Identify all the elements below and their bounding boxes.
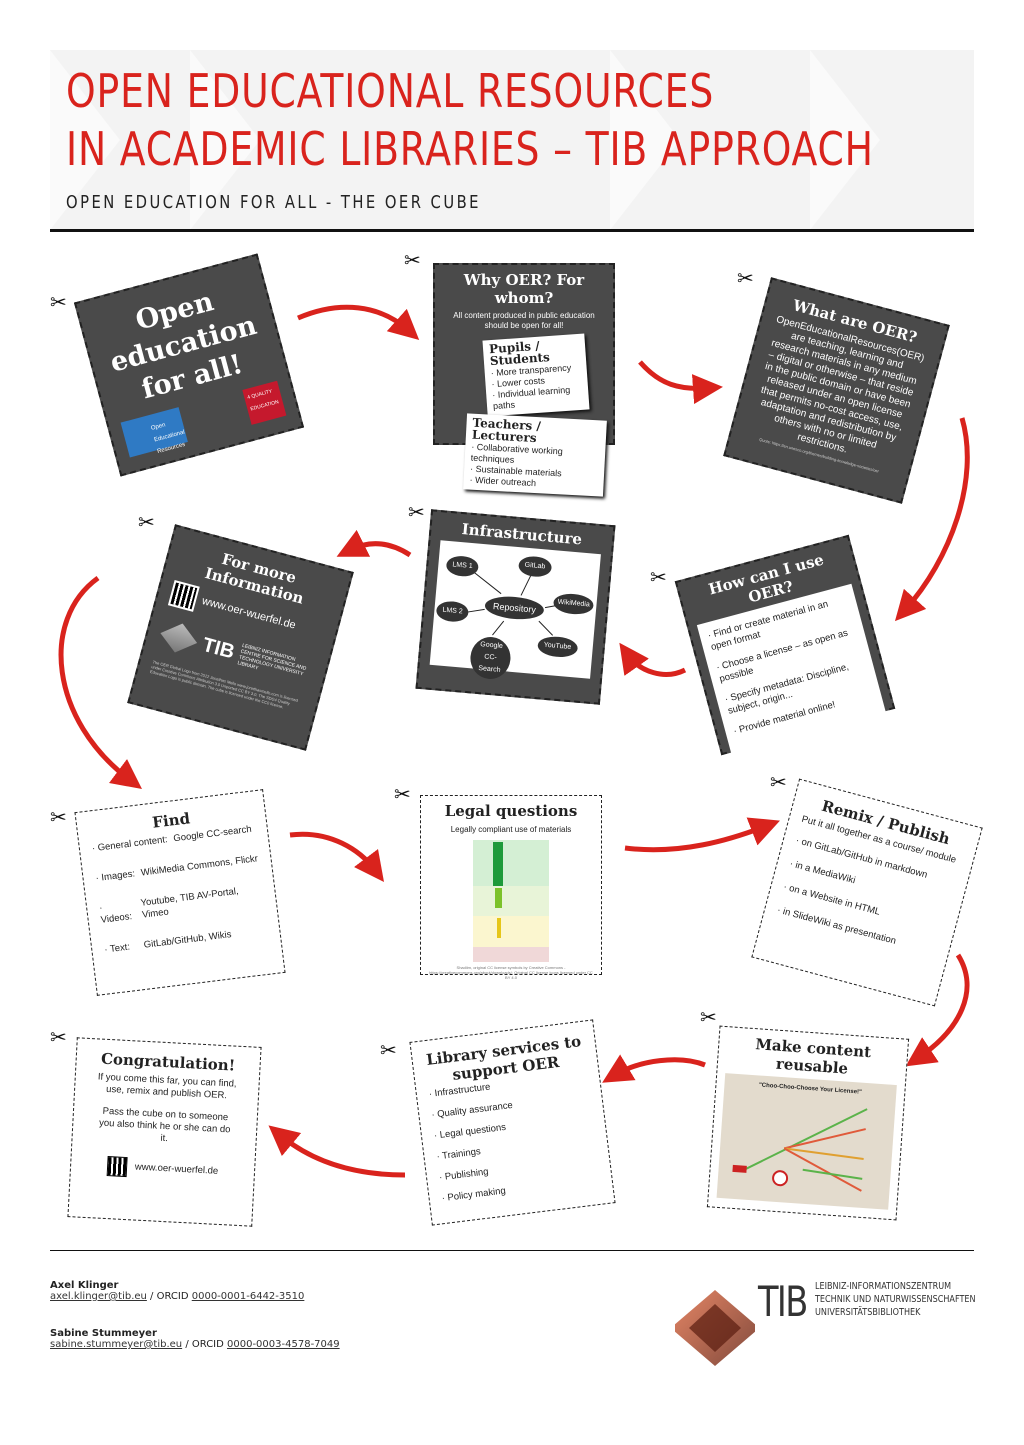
scissors-icon: ✂ [700,1007,717,1029]
author-1: Axel Klinger axel.klinger@tib.eu / ORCID… [50,1280,305,1302]
card-infrastructure: Infrastructure Repository LMS 1 GitLab W… [415,509,616,705]
arrow [624,817,780,853]
qr-code [167,579,200,612]
arrow [336,529,412,558]
footer-divider [50,1250,974,1251]
chevron-decoration [810,50,880,230]
scissors-icon: ✂ [50,807,67,829]
scissors-icon: ✂ [650,567,667,589]
arrow [297,304,420,340]
scissors-icon: ✂ [770,772,787,794]
card-subtitle: Legally compliant use of materials [450,825,572,834]
scissors-icon: ✂ [394,784,411,806]
scissors-icon: ✂ [408,502,425,524]
intro-text: All content produced in public education… [453,311,595,330]
tib-cube-logo [157,619,201,658]
note-teachers: Teachers / Lecturers · Collaborative wor… [463,413,607,497]
poster-subtitle: OPEN EDUCATION FOR ALL - THE OER CUBE [66,192,481,213]
arrow [58,575,142,790]
website-link[interactable]: www.oer-wuerfel.de [134,1161,219,1177]
note-pupils: Pupils / Students · More transparency· L… [482,333,590,417]
find-row: · Videos:Youtube, TIB AV-Portal, Vimeo [98,885,240,926]
email-link[interactable]: axel.klinger@tib.eu [50,1291,147,1302]
arrow [894,417,970,622]
infrastructure-diagram: Repository LMS 1 GitLab WikiMedia LMS 2 … [429,540,601,681]
body-text: If you come this far, you can find, use,… [97,1071,237,1102]
arrow [268,1125,406,1178]
chevron-decoration [190,50,260,230]
author-2: Sabine Stummeyer sabine.stummeyer@tib.eu… [50,1328,340,1350]
body-text: Pass the cube on to someone you also thi… [98,1105,231,1145]
chevron-decoration [50,50,120,230]
license-chooser-graphic: "Choo-Choo-Choose Your License!" [716,1073,897,1210]
license-spectrum-graphic [473,840,549,962]
qr-code [106,1156,128,1178]
orcid-link[interactable]: 0000-0001-6442-3510 [191,1291,305,1302]
scissors-icon: ✂ [50,1027,67,1049]
credit-text: Shadiim, original CC license symbols by … [429,965,593,980]
arrow [905,953,970,1067]
author-name: Axel Klinger [50,1280,119,1291]
card-congratulation: Congratulation! If you come this far, yo… [67,1037,262,1227]
arrow [619,642,687,677]
card-title: Make content reusable [754,1035,872,1078]
arrow [602,1054,706,1083]
author-name: Sabine Stummeyer [50,1328,157,1339]
scissors-icon: ✂ [404,250,421,272]
email-link[interactable]: sabine.stummeyer@tib.eu [50,1339,183,1350]
scissors-icon: ✂ [138,512,155,534]
card-library-services: Library services to support OER · Infras… [409,1019,616,1226]
card-why-oer: Why OER? For whom? All content produced … [433,263,615,497]
orcid-link[interactable]: 0000-0003-4578-7049 [227,1339,340,1350]
chevron-decoration [610,50,680,230]
card-title: Why OER? For whom? [463,271,585,307]
arrow [638,360,723,405]
card-make-content-reusable: Make content reusable "Choo-Choo-Choose … [706,1025,910,1221]
sdg4-logo: 4 QUALITY EDUCATION [242,380,287,425]
oer-logo: Open Educational Resources [120,407,188,458]
card-find: Find · General content:Google CC-search … [74,789,286,996]
tib-logo-text: TIB [758,1277,808,1326]
find-row: · Text:GitLab/GitHub, Wikis [103,929,233,956]
find-row: · Images:WikiMedia Commons, Flickr [95,853,259,885]
header-divider [50,229,974,232]
tib-description: LEIBNIZ INFORMATION CENTRE FOR SCIENCE A… [236,642,307,678]
scissors-icon: ✂ [50,292,67,314]
scissors-icon: ✂ [380,1040,397,1062]
tib-logo-text: TIB [200,633,237,664]
tib-cube-logo [675,1290,755,1366]
card-legal-questions: Legal questions Legally compliant use of… [420,795,602,980]
card-title: Legal questions [444,802,578,820]
scissors-icon: ✂ [737,268,754,290]
arrow [289,831,385,882]
